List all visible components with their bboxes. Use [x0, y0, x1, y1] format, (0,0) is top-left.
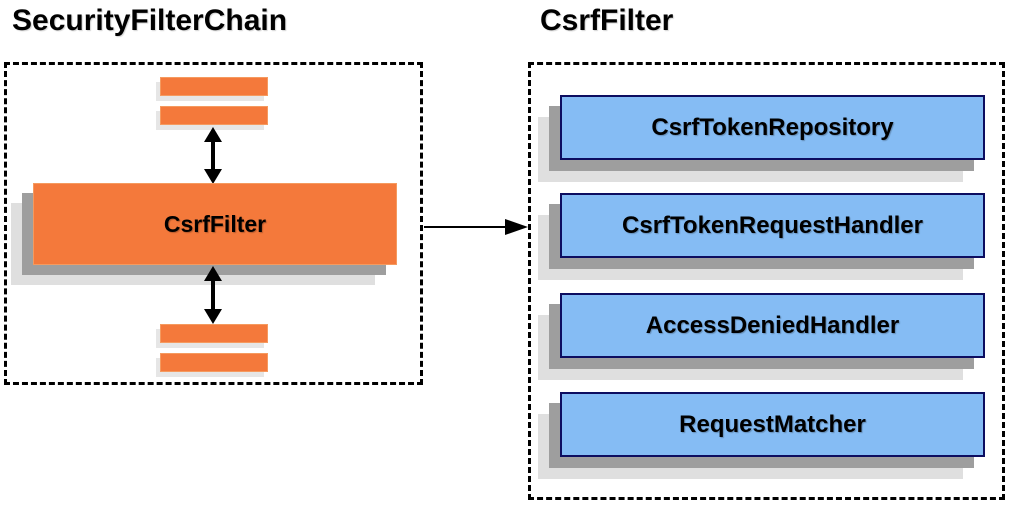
csrf-filter-box-label: CsrfFilter	[163, 210, 267, 237]
component-label: AccessDeniedHandler	[645, 311, 900, 339]
bidirectional-arrow-top-icon	[202, 127, 224, 184]
filter-chain-bar-bottom-2	[160, 353, 268, 372]
component-box-access-denied-handler: AccessDeniedHandler	[560, 293, 985, 358]
csrf-filter-box: CsrfFilter	[33, 183, 397, 265]
filter-chain-bar-top-2	[160, 106, 268, 125]
component-box-request-matcher: RequestMatcher	[560, 392, 985, 457]
filter-chain-bar-top-1	[160, 77, 268, 96]
csrf-filter-to-components-arrow-icon	[424, 218, 528, 236]
security-filter-chain-container	[4, 62, 423, 385]
bidirectional-arrow-bottom-icon	[202, 266, 224, 324]
component-box-csrf-token-request-handler: CsrfTokenRequestHandler	[560, 193, 985, 258]
filter-chain-bar-bottom-1	[160, 324, 268, 343]
component-label: RequestMatcher	[679, 410, 866, 438]
security-filter-chain-title: SecurityFilterChain	[12, 4, 288, 37]
csrf-filter-components-container	[528, 62, 1005, 500]
component-label: CsrfTokenRequestHandler	[622, 211, 923, 239]
component-label: CsrfTokenRepository	[651, 113, 894, 141]
csrf-filter-title: CsrfFilter	[540, 4, 674, 37]
component-box-csrf-token-repository: CsrfTokenRepository	[560, 95, 985, 160]
